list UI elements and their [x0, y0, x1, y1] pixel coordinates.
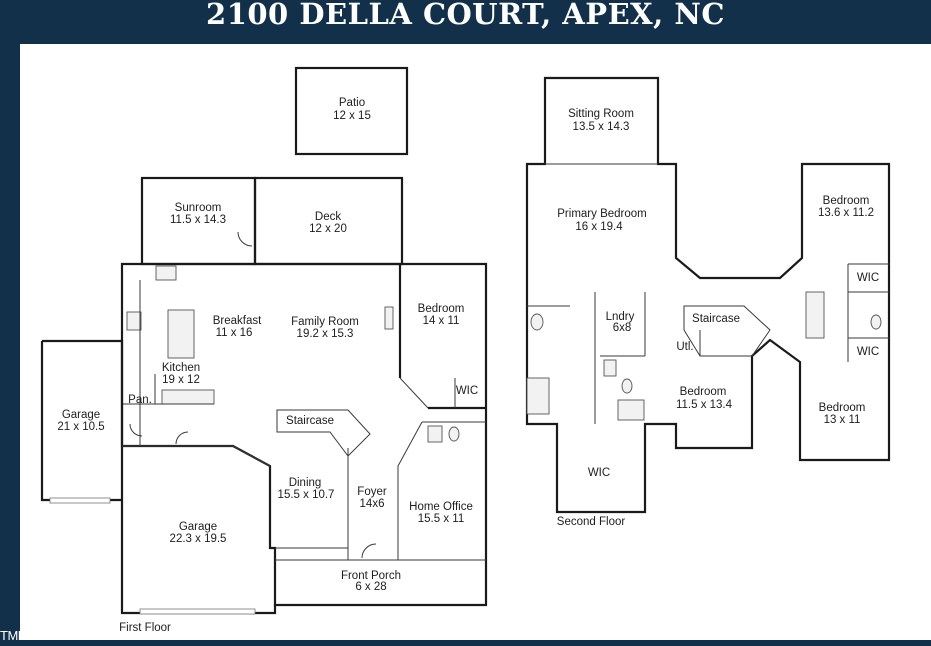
garage-door-2 [139, 608, 256, 615]
room-name: WIC [857, 272, 879, 284]
room-dims: 15.5 x 10.7 [278, 489, 335, 501]
garage-top-wall [122, 445, 271, 467]
room-name: Patio [339, 97, 365, 109]
primary-tub [526, 377, 550, 415]
room-name: Sitting Room [568, 108, 634, 120]
room-labels: Patio 12 x 15 Sunroom 11.5 x 14.3 Deck 1… [57, 97, 879, 634]
room-dims: 22.3 x 19.5 [170, 533, 227, 545]
half-bath-sink [427, 425, 443, 443]
room-dims: 11.5 x 13.4 [676, 399, 733, 411]
page-title: 2100 DELLA COURT, APEX, NC [206, 0, 725, 31]
room-dims: 19.2 x 15.3 [297, 328, 354, 340]
room-dims: 12 x 20 [309, 223, 347, 235]
room-name: Staircase [692, 313, 740, 325]
room-name: Home Office [409, 501, 473, 513]
bedroom-angle-wall [399, 377, 429, 409]
hall-toilet [621, 378, 633, 394]
room-dims: 13.5 x 14.3 [573, 121, 630, 133]
room-name: Pan. [128, 394, 152, 406]
room-name: Utl. [676, 341, 693, 353]
kitchen-island [167, 309, 195, 359]
staircase-1-outline [276, 409, 371, 457]
sunroom-door-swing [237, 231, 253, 247]
room-dims: 11.5 x 14.3 [170, 214, 226, 226]
room-dims: 19 x 12 [162, 374, 200, 386]
office-wall [397, 421, 423, 560]
side-door-swing [129, 423, 143, 437]
room-dims: 21 x 10.5 [57, 421, 104, 433]
room-name: Bedroom [680, 386, 727, 398]
jack-toilet [870, 314, 882, 330]
room-dims: 14x6 [360, 498, 385, 510]
room-name: Deck [315, 211, 341, 223]
room-name: Kitchen [162, 362, 200, 374]
second-floor-plan [525, 76, 891, 514]
room-name: WIC [588, 467, 610, 479]
room-dims: 13 x 11 [824, 414, 861, 426]
room-name: Garage [62, 409, 100, 421]
room-name: Staircase [286, 415, 334, 427]
room-name: Sunroom [175, 202, 222, 214]
half-bath-toilet [448, 426, 460, 442]
room-name: Bedroom [823, 195, 870, 207]
room-dims: 13.6 x 11.2 [818, 207, 874, 219]
mls-watermark: TMLS [0, 628, 33, 643]
floor-plan-panel: Patio 12 x 15 Sunroom 11.5 x 14.3 Deck 1… [20, 44, 931, 640]
kitchen-sink [155, 265, 177, 281]
room-name: Lndry [606, 311, 635, 323]
floor-label: Second Floor [557, 516, 626, 528]
stove [126, 311, 142, 331]
room-name: Primary Bedroom [557, 208, 646, 220]
garage-outline-right [42, 339, 277, 615]
garage-door-swing [175, 431, 189, 445]
room-name: Foyer [357, 486, 387, 498]
floor-label: First Floor [119, 622, 171, 634]
floor-plan-drawing: Patio 12 x 15 Sunroom 11.5 x 14.3 Deck 1… [40, 66, 891, 634]
room-dims: 14 x 11 [423, 315, 460, 327]
room-dims: 15.5 x 11 [418, 513, 464, 525]
room-name: Garage [179, 521, 217, 533]
room-dims: 6 x 28 [355, 581, 386, 593]
hall-tub [617, 399, 645, 421]
room-dims: 6x8 [613, 322, 632, 334]
room-name: Family Room [291, 316, 359, 328]
room-dims: 11 x 16 [216, 327, 253, 339]
room-dims: 16 x 19.4 [575, 221, 623, 233]
room-name: Bedroom [418, 303, 465, 315]
second-floor-outline [525, 76, 891, 514]
hall-bath-sink [603, 359, 617, 377]
primary-toilet [530, 313, 544, 331]
room-name: Breakfast [213, 315, 262, 327]
room-name: Dining [289, 477, 322, 489]
fireplace [384, 306, 394, 330]
room-dims: 12 x 15 [333, 110, 371, 122]
first-floor-plan [40, 66, 488, 615]
patio-outline [294, 66, 409, 156]
kitchen-counter [161, 389, 215, 405]
double-vanity [805, 291, 825, 339]
staircase-2-outline [683, 305, 771, 357]
room-name: Front Porch [341, 570, 401, 582]
garage-door-1 [49, 497, 111, 504]
room-name: WIC [857, 346, 879, 358]
front-door-swing [361, 543, 377, 559]
room-name: Bedroom [819, 402, 866, 414]
room-name: WIC [456, 385, 478, 397]
